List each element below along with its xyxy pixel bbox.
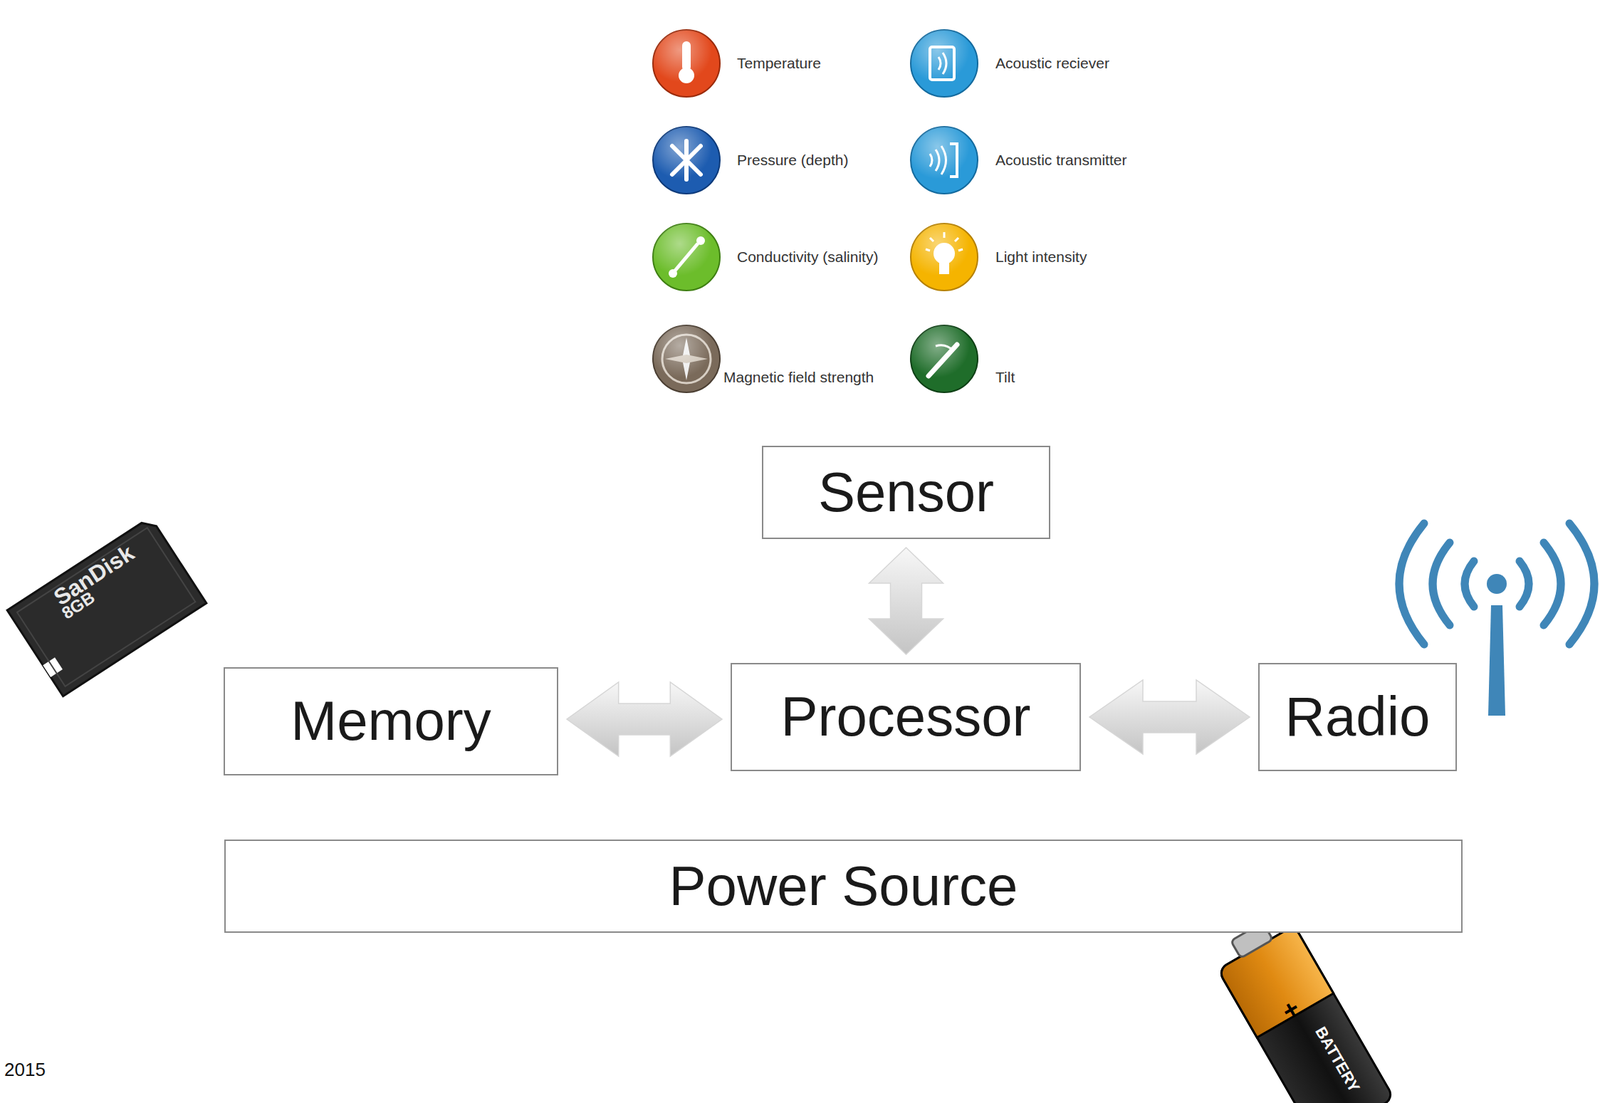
sensor-label: Acoustic reciever bbox=[995, 54, 1110, 72]
battery bbox=[1208, 909, 1394, 1103]
double-arrow bbox=[869, 547, 944, 655]
block-label: Power Source bbox=[669, 855, 1019, 918]
sd-card bbox=[7, 516, 207, 696]
block-box: Processor bbox=[730, 662, 1081, 772]
sensor-label: Acoustic transmitter bbox=[995, 151, 1127, 169]
block-label: Sensor bbox=[818, 462, 995, 524]
block-box: Sensor bbox=[761, 445, 1051, 540]
sensor-label: Pressure (depth) bbox=[736, 151, 849, 169]
double-arrow bbox=[1089, 680, 1250, 755]
double-arrow bbox=[566, 682, 723, 757]
block-label: Processor bbox=[780, 686, 1031, 748]
block-box: Memory bbox=[223, 667, 559, 776]
block-label: Memory bbox=[290, 690, 492, 752]
block-box: Power Source bbox=[224, 839, 1463, 933]
magnetic-icon bbox=[652, 325, 720, 393]
block-box: Radio bbox=[1258, 662, 1457, 772]
light-icon bbox=[910, 223, 978, 291]
block-label: Radio bbox=[1285, 686, 1431, 748]
sensor-label: Magnetic field strength bbox=[723, 368, 874, 386]
year-note: 2015 bbox=[4, 1058, 46, 1081]
sensor-label: Temperature bbox=[736, 54, 822, 72]
sensor-label: Light intensity bbox=[995, 248, 1087, 266]
acoustic-transmitter-icon bbox=[910, 126, 978, 194]
pressure-icon bbox=[652, 126, 720, 194]
sensor-label: Conductivity (salinity) bbox=[736, 248, 878, 266]
temperature-icon bbox=[652, 29, 720, 97]
conductivity-icon bbox=[652, 223, 720, 291]
sensor-label: Tilt bbox=[995, 368, 1015, 386]
acoustic-receiver-icon bbox=[910, 29, 978, 97]
tilt-icon bbox=[910, 325, 978, 393]
